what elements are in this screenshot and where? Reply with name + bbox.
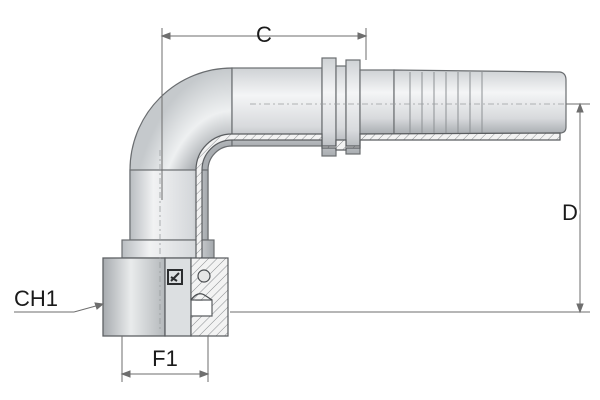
hose-stem — [359, 69, 395, 135]
dimension-label-c: C — [256, 22, 272, 47]
barbed-tail — [393, 69, 567, 135]
seat-profile — [190, 293, 213, 301]
horizontal-tube — [231, 67, 323, 147]
cross-section — [190, 132, 561, 337]
collar-groove — [335, 65, 347, 149]
swivel-nut — [102, 257, 192, 337]
dimension-label-f1: F1 — [152, 346, 178, 371]
barb-ridges — [409, 72, 483, 133]
dimension-label-ch1: CH1 — [14, 286, 58, 311]
dimension-c — [160, 28, 368, 200]
nut-left-face — [102, 257, 166, 337]
o-ring — [197, 269, 211, 283]
centerlines — [159, 103, 580, 330]
dimension-d — [230, 102, 590, 314]
dimension-ch1-leader — [14, 302, 105, 313]
nut-section — [190, 257, 229, 337]
section-wall — [195, 132, 561, 301]
vertical-tube — [129, 169, 209, 241]
collar-ring-1 — [321, 57, 337, 157]
dimension-label-d: D — [562, 200, 578, 225]
dimension-f1 — [120, 336, 210, 382]
logo-mark — [167, 269, 183, 285]
collar-ring-2 — [345, 59, 361, 155]
elbow-body — [121, 57, 567, 259]
